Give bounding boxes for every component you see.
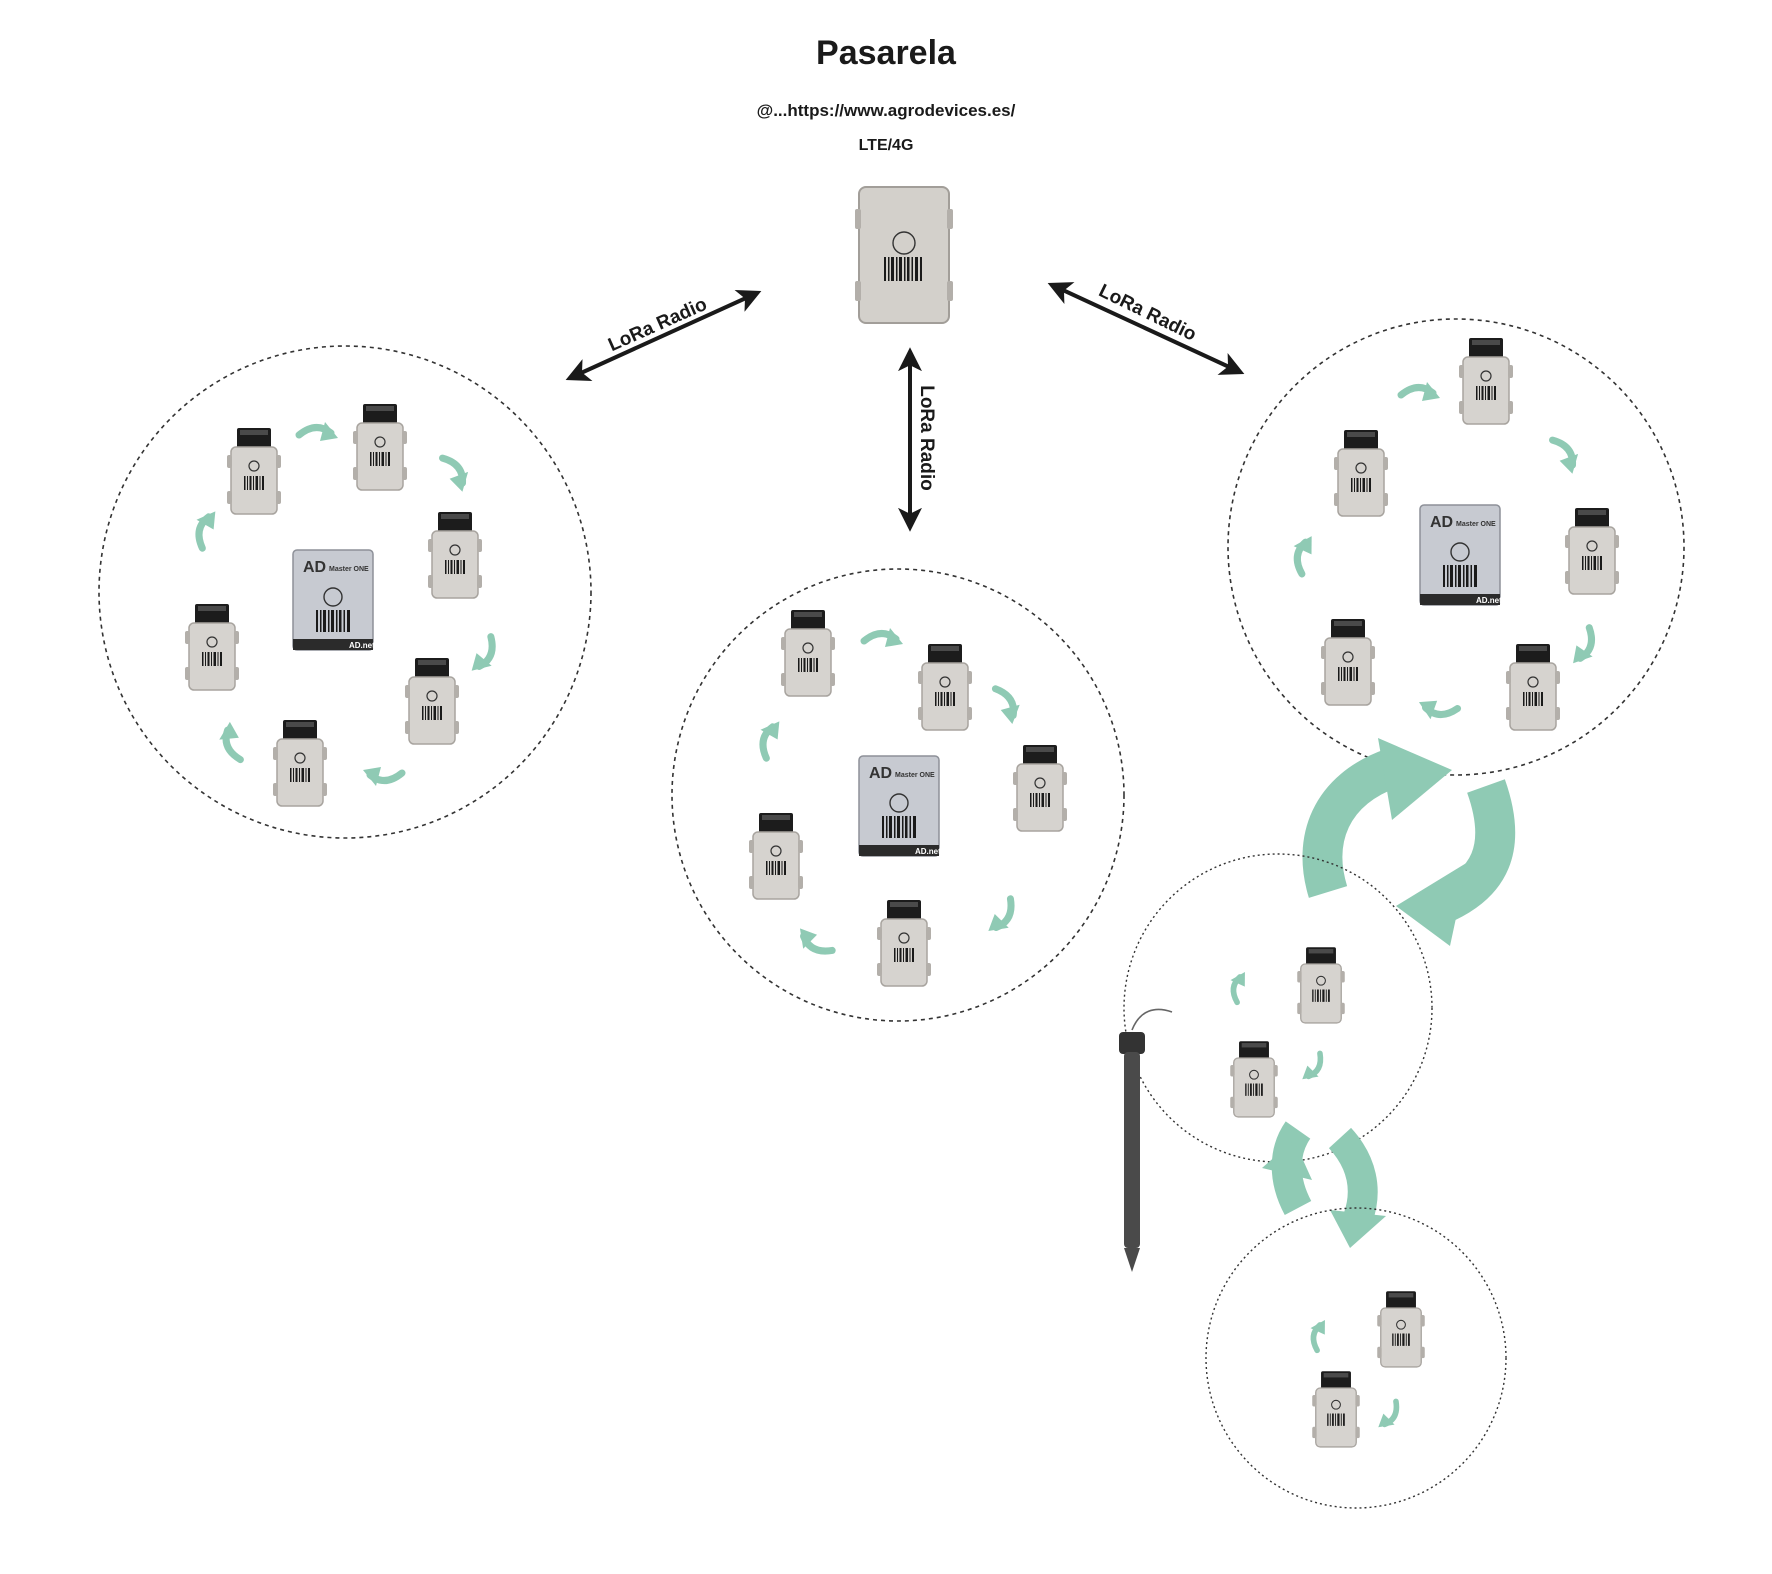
cycle-arrow-icon (1418, 699, 1459, 721)
coverage-circle (1123, 853, 1433, 1163)
cycle-arrow-icon (1307, 1318, 1327, 1351)
cycle-arrow-icon (864, 628, 903, 647)
lora-link-left (565, 290, 762, 381)
sensor-node (226, 427, 282, 515)
sensor-node (1229, 1040, 1279, 1118)
cycle-arrow-icon (299, 422, 338, 441)
coverage-circle (1227, 318, 1685, 776)
sensor-node (1505, 643, 1561, 731)
sensor-node (1564, 507, 1620, 595)
sensor-node (1311, 1370, 1361, 1448)
brand-logo: AD (869, 765, 892, 782)
sensor-node (427, 511, 483, 599)
sensor-node (1333, 429, 1389, 517)
cycle-arrow-icon (1289, 533, 1314, 575)
cycle-arrow-icon (754, 717, 782, 760)
gateway-title: Pasarela (816, 34, 956, 72)
cycle-arrow-icon (792, 926, 835, 962)
footer-label: AD.net (915, 847, 941, 856)
sensor-cluster-lower (1123, 853, 1433, 1163)
cycle-arrow-icon (1376, 1399, 1405, 1434)
sensor-node (876, 899, 932, 987)
soil-probe-device (1119, 1008, 1173, 1272)
coverage-circle (1205, 1207, 1507, 1509)
model-label: Master ONE (1456, 521, 1496, 528)
sensor-node (748, 812, 804, 900)
exchange-arrows-small-icon (1262, 1121, 1386, 1248)
cycle-arrow-icon (215, 721, 246, 764)
coverage-circle (671, 568, 1125, 1022)
cycle-arrow-icon (986, 896, 1022, 939)
cycle-arrow-icon (1401, 382, 1440, 401)
sensor-node (1320, 618, 1376, 706)
cycle-arrow-icon (1300, 1051, 1329, 1086)
cycle-arrow-icon (1227, 970, 1247, 1003)
sensor-node (917, 643, 973, 731)
cycle-arrow-icon (438, 451, 476, 494)
sensor-node (780, 609, 836, 697)
coverage-circle (98, 345, 592, 839)
brand-logo: AD (303, 559, 326, 576)
sensor-node (352, 403, 408, 491)
sensor-node (1012, 744, 1068, 832)
cycle-arrow-icon (469, 634, 503, 677)
sensor-node (184, 603, 240, 691)
model-label: Master ONE (895, 772, 935, 779)
network-label: LTE/4G (858, 137, 914, 154)
sensor-node (1296, 946, 1346, 1024)
lora-label-left: LoRa Radio (605, 294, 710, 356)
footer-label: AD.net (1476, 596, 1502, 605)
sensor-node (272, 719, 328, 807)
lora-label-center: LoRa Radio (916, 385, 937, 491)
sensor-node (404, 657, 460, 745)
gateway-url: @...https://www.agrodevices.es/ (756, 101, 1016, 120)
exchange-arrows-icon (1302, 738, 1516, 946)
brand-logo: AD (1430, 514, 1453, 531)
footer-label: AD.net (349, 641, 375, 650)
cycle-arrow-icon (1548, 433, 1586, 476)
lora-link-right (1047, 282, 1245, 375)
cycle-arrow-icon (363, 767, 402, 786)
cycle-arrow-icon (1570, 626, 1601, 669)
cycle-arrow-icon (190, 507, 218, 550)
model-label: Master ONE (329, 566, 369, 573)
sensor-node (1458, 337, 1514, 425)
gateway-device (855, 186, 953, 324)
sensor-cluster-bottom (1205, 1207, 1507, 1509)
cycle-arrow-icon (990, 682, 1026, 725)
sensor-node (1376, 1290, 1426, 1368)
